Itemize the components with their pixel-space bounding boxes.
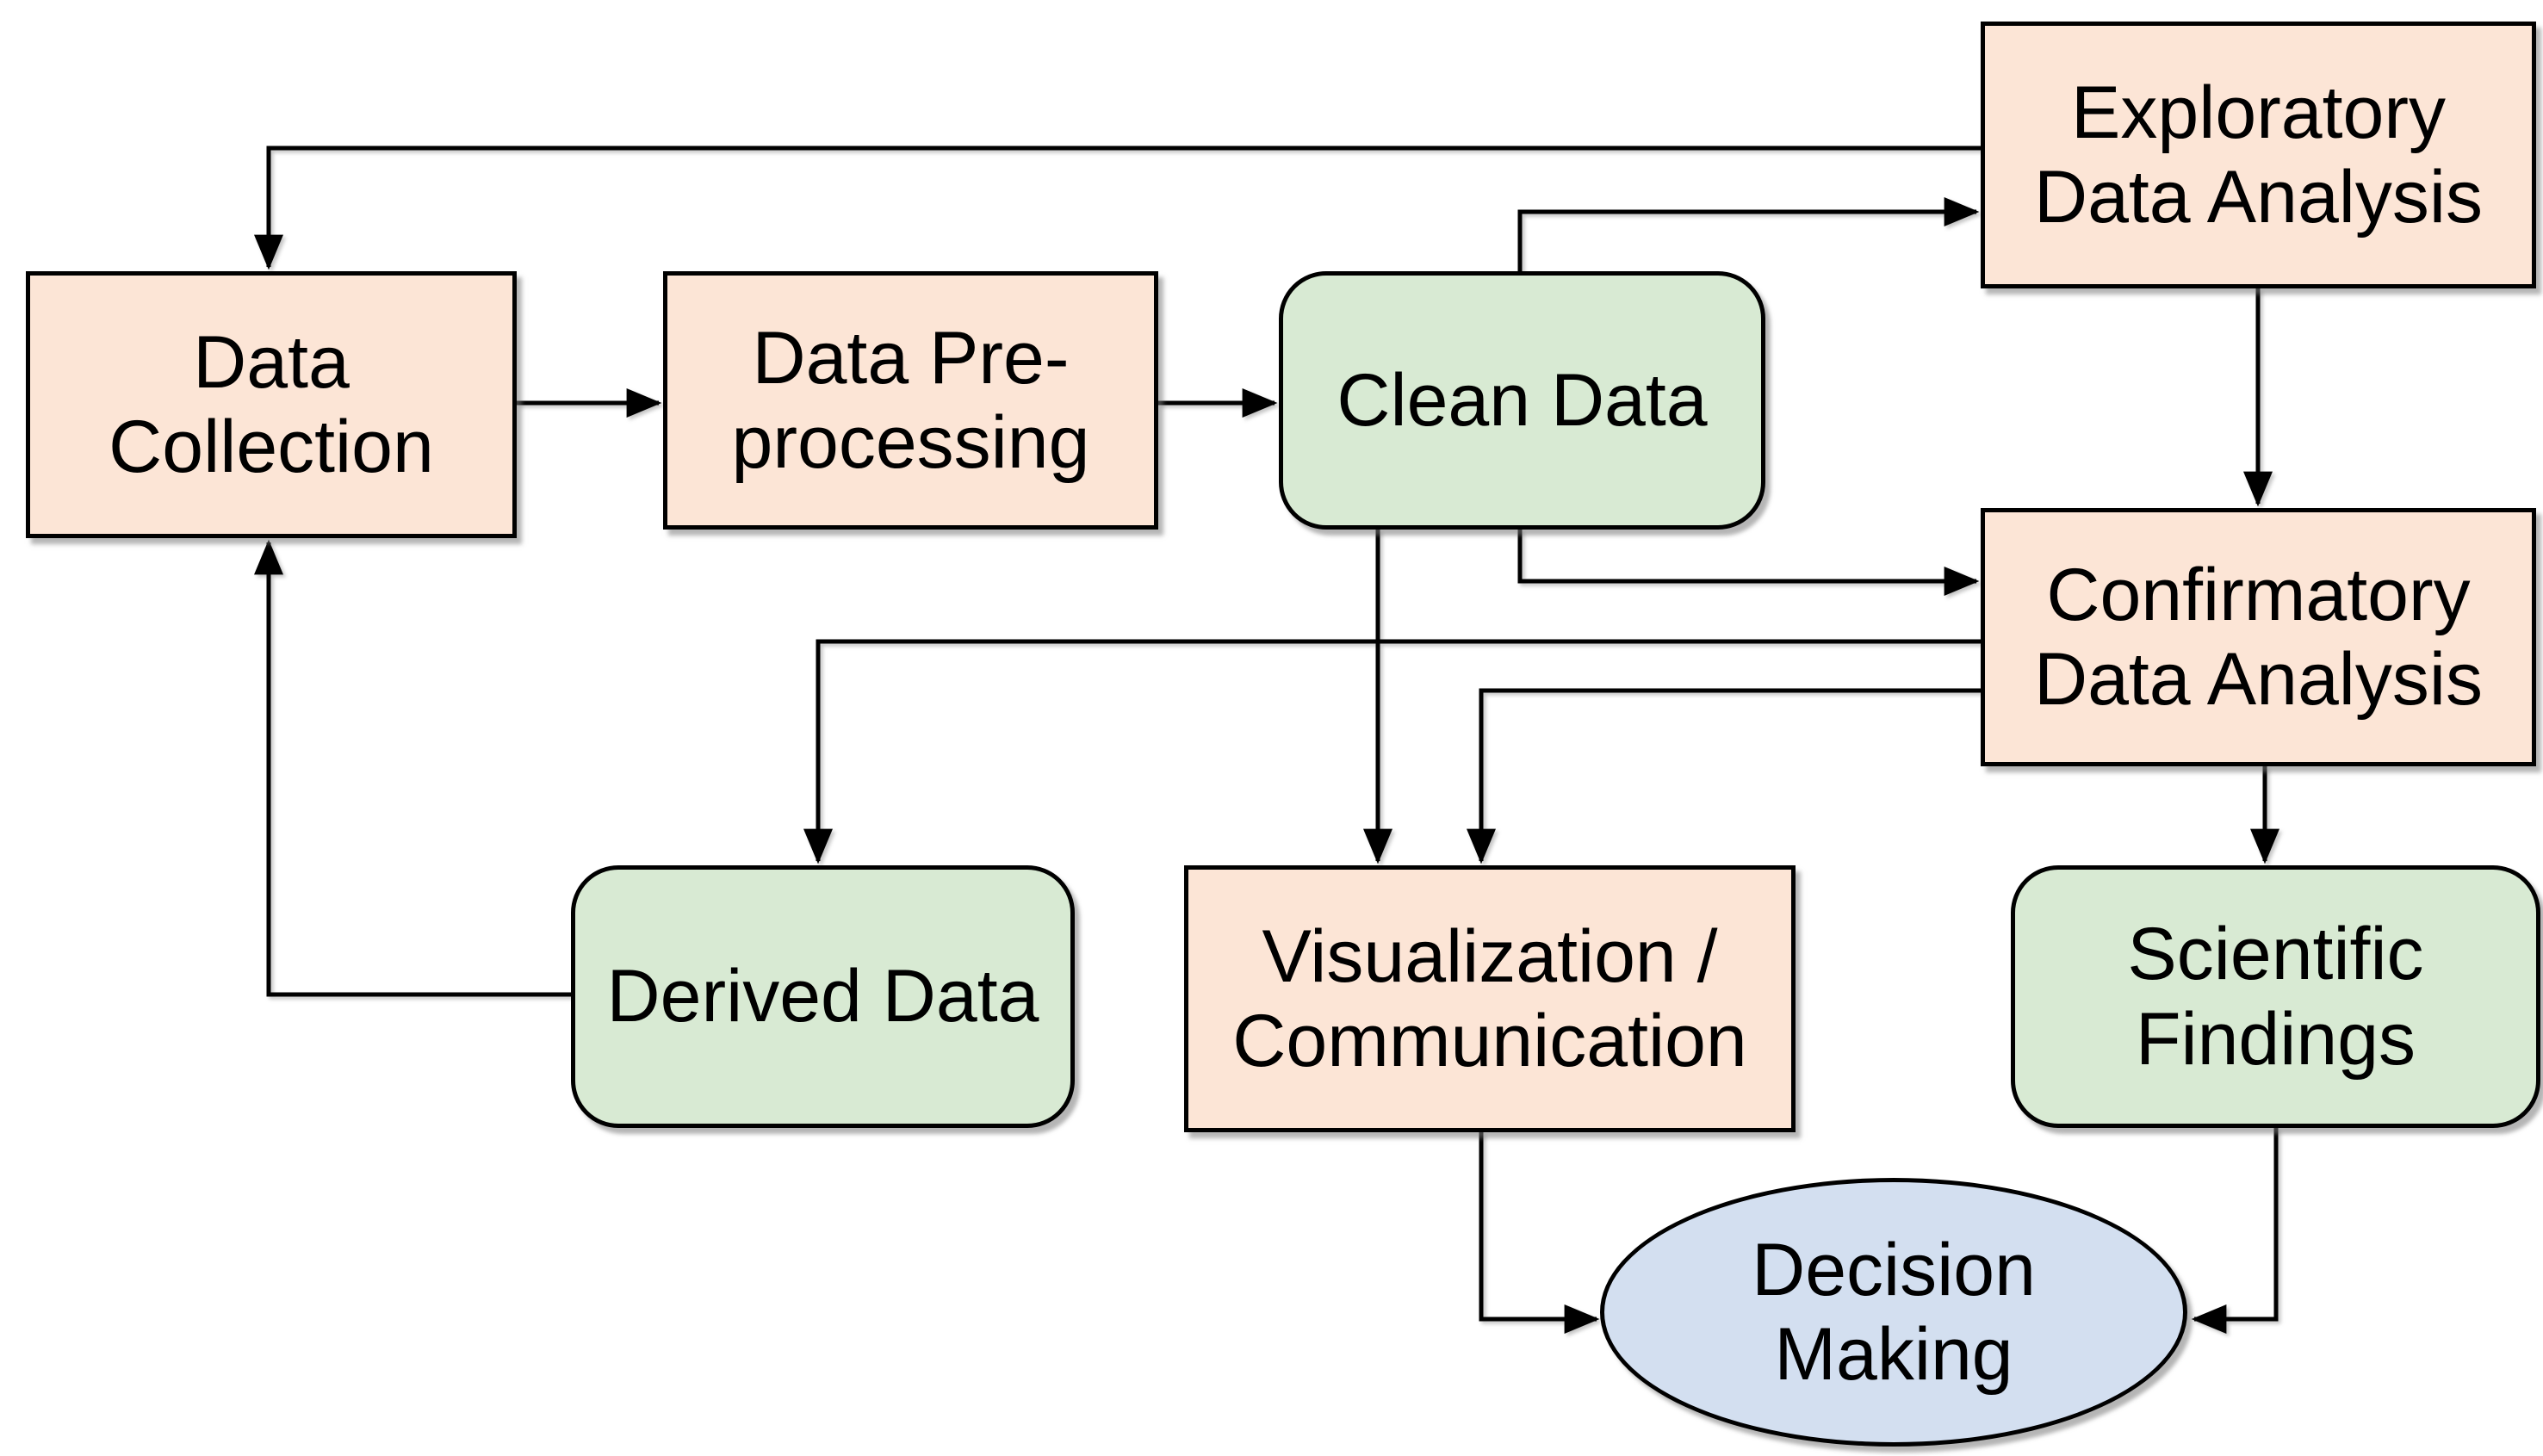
edge-visualization-to-decision-making (1479, 1132, 1600, 1334)
edge-scientific-findings-to-decision-making (2191, 1128, 2279, 1334)
node-label: Confirmatory (2046, 553, 2471, 636)
node-label: processing (731, 401, 1090, 484)
node-label: Visualization / (1262, 914, 1718, 998)
node-label: Findings (2135, 997, 2416, 1081)
node-label: Clean Data (1337, 358, 1708, 442)
node-label: Data Analysis (2033, 156, 2484, 239)
node-label: Decision (1752, 1228, 2036, 1311)
node-confirmatory-data-analysis: Confirmatory Data Analysis (1981, 508, 2536, 766)
node-exploratory-data-analysis: Exploratory Data Analysis (1981, 22, 2536, 288)
node-label: Derived Data (606, 955, 1039, 1038)
node-scientific-findings: Scientific Findings (2011, 865, 2540, 1128)
node-visualization-communication: Visualization / Communication (1184, 865, 1796, 1132)
edge-clean-data-to-exploratory (1517, 197, 1980, 271)
edge-confirmatory-to-derived-data (803, 639, 1981, 864)
node-data-preprocessing: Data Pre- processing (663, 271, 1158, 530)
node-label: Making (1774, 1313, 2013, 1396)
edge-clean-data-to-confirmatory (1517, 530, 1980, 596)
node-decision-making: Decision Making (1600, 1178, 2187, 1447)
edge-derived-data-to-data-collection (254, 539, 571, 997)
node-label: Exploratory (2071, 71, 2446, 154)
node-label: Data Pre- (752, 316, 1070, 400)
node-derived-data: Derived Data (571, 865, 1075, 1128)
node-data-collection: Data Collection (26, 271, 517, 538)
node-label: Data Analysis (2033, 638, 2484, 721)
edge-exploratory-to-data-collection (254, 146, 1981, 270)
node-label: Scientific (2127, 913, 2424, 996)
node-label: Communication (1232, 1000, 1747, 1082)
node-label: Collection (109, 406, 434, 488)
node-label: Data (193, 320, 350, 404)
edge-confirmatory-to-visualization (1467, 688, 1981, 864)
node-clean-data: Clean Data (1279, 271, 1765, 530)
